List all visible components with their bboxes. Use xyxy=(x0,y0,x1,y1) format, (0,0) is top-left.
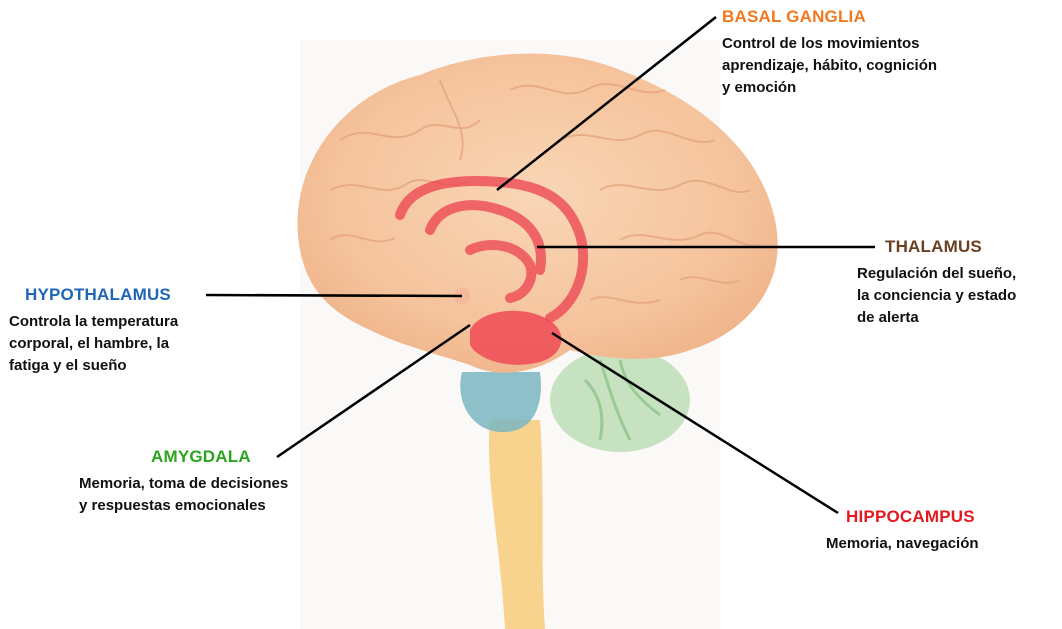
basal-ganglia-line-3: y emoción xyxy=(722,77,937,99)
basal-ganglia-line-1: Control de los movimientos xyxy=(722,33,937,55)
hypothalamus-line xyxy=(206,295,462,296)
hippocampus-label: HIPPOCAMPUS Memoria, navegación xyxy=(826,507,979,555)
hypothalamus-description: Controla la temperatura corporal, el ham… xyxy=(9,311,178,377)
amygdala-description: Memoria, toma de decisiones y respuestas… xyxy=(79,473,288,517)
thalamus-line-3: de alerta xyxy=(857,307,1016,329)
basal-ganglia-line-2: aprendizaje, hábito, cognición xyxy=(722,55,937,77)
hippocampus-description: Memoria, navegación xyxy=(826,533,979,555)
hippocampus-line-1: Memoria, navegación xyxy=(826,533,979,555)
thalamus-label: THALAMUS Regulación del sueño, la concie… xyxy=(857,237,1016,329)
hypothalamus-line-1: Controla la temperatura xyxy=(9,311,178,333)
thalamus-line-1: Regulación del sueño, xyxy=(857,263,1016,285)
hypothalamus-line-3: fatiga y el sueño xyxy=(9,355,178,377)
hippocampus-title: HIPPOCAMPUS xyxy=(826,507,979,527)
thalamus-line-2: la conciencia y estado xyxy=(857,285,1016,307)
amygdala-line-2: y respuestas emocionales xyxy=(79,495,288,517)
amygdala-label: AMYGDALA Memoria, toma de decisiones y r… xyxy=(79,447,288,517)
hypothalamus-title: HYPOTHALAMUS xyxy=(9,285,178,305)
hypothalamus-line-2: corporal, el hambre, la xyxy=(9,333,178,355)
amygdala-line-1: Memoria, toma de decisiones xyxy=(79,473,288,495)
basal-ganglia-title: BASAL GANGLIA xyxy=(722,7,937,27)
basal-ganglia-description: Control de los movimientos aprendizaje, … xyxy=(722,33,937,99)
thalamus-description: Regulación del sueño, la conciencia y es… xyxy=(857,263,1016,329)
hypothalamus-label: HYPOTHALAMUS Controla la temperatura cor… xyxy=(9,285,178,377)
basal-ganglia-label: BASAL GANGLIA Control de los movimientos… xyxy=(722,7,937,99)
thalamus-title: THALAMUS xyxy=(857,237,1016,257)
amygdala-title: AMYGDALA xyxy=(79,447,288,467)
